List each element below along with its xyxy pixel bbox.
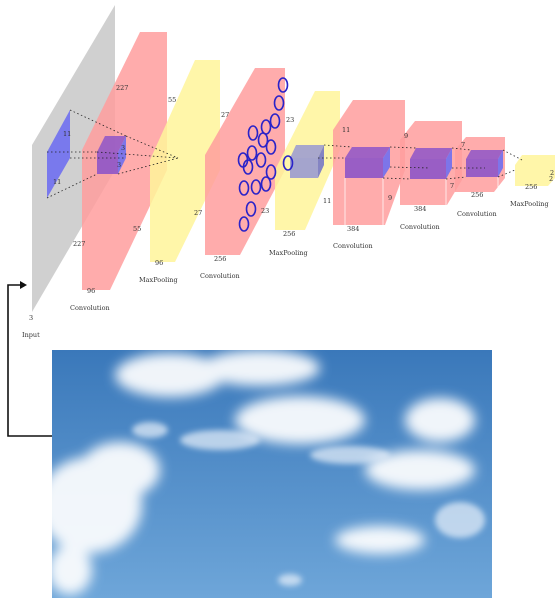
neuron-oval: [257, 132, 269, 148]
conv3-caption: Convolution: [333, 242, 373, 250]
neuron-oval: [238, 180, 250, 196]
pool3-layer: [515, 155, 555, 186]
pool3-side-label: 2: [549, 175, 553, 183]
conv3-depth-label: 384: [347, 225, 359, 233]
neuron-oval: [250, 179, 262, 195]
neuron-oval: [246, 145, 258, 161]
conv3-cube: [345, 147, 390, 178]
pool2-caption: MaxPooling: [269, 249, 308, 257]
pool1-side-label: 55: [133, 225, 141, 233]
neuron-oval: [273, 95, 285, 111]
pool1-layer: [150, 60, 220, 262]
conv1-caption: Convolution: [70, 304, 110, 312]
conv1-top-label: 227: [116, 84, 128, 92]
input-connector-arrow: [7, 284, 52, 437]
conv1-kernel-label-a: 3: [121, 144, 125, 152]
neuron-ovals: [237, 77, 294, 232]
conv1-kernel-top: [97, 136, 126, 152]
conv4-side-label: 9: [388, 194, 392, 202]
conv4-top-label: 9: [404, 132, 408, 140]
conv4-caption: Convolution: [400, 223, 440, 231]
conv3-side-label: 11: [323, 197, 331, 205]
pool2-cube-top: [290, 145, 324, 158]
conv4-depth-label: 384: [414, 205, 426, 213]
pool2-depth-label: 256: [283, 230, 295, 238]
pool3-caption: MaxPooling: [510, 200, 549, 208]
pool3-top-label: 2: [550, 169, 554, 177]
conv5-top-label: 7: [461, 141, 465, 149]
pool1-caption: MaxPooling: [139, 276, 178, 284]
conv5-depth-label: 256: [471, 191, 483, 199]
neuron-oval: [265, 164, 277, 180]
neuron-oval: [247, 125, 259, 141]
input-kernel-side-label: 11: [63, 130, 71, 138]
conv2-caption: Convolution: [200, 272, 240, 280]
conv1-kernel-side: [118, 136, 126, 174]
conv5-side-label: 7: [450, 182, 454, 190]
input-caption: Input: [22, 331, 40, 339]
input-layer: [32, 5, 115, 312]
conv1-depth-label: 96: [87, 287, 95, 295]
input-kernel-bottom-label: 11: [53, 178, 61, 186]
conv5-caption: Convolution: [457, 210, 497, 218]
conv2-top-label: 27: [221, 111, 229, 119]
neuron-oval: [238, 216, 250, 232]
conv4-cube: [410, 148, 452, 179]
input-kernel: [47, 110, 70, 198]
sky-clouds-photo: [38, 350, 492, 598]
conv1-kernel-label-b: 3: [117, 161, 121, 169]
pool2-cube-side: [318, 145, 324, 178]
neuron-oval: [265, 139, 277, 155]
pool2-top-label: 23: [286, 116, 294, 124]
pool2-side-label: 23: [261, 207, 269, 215]
conv3-top-label: 11: [342, 126, 350, 134]
neuron-oval: [242, 159, 254, 175]
neuron-oval: [255, 152, 267, 168]
pool1-top-label: 55: [168, 96, 176, 104]
arrowhead-icon: [20, 281, 27, 289]
input-depth-label: 3: [29, 314, 33, 322]
conv1-kernel-front: [97, 152, 118, 174]
pool2-cube-front: [290, 158, 318, 178]
neuron-oval: [277, 77, 289, 93]
neuron-oval: [269, 113, 281, 129]
neuron-oval: [245, 201, 257, 217]
neuron-oval: [260, 176, 272, 192]
conv5-cube: [466, 150, 503, 177]
conv1-side-label: 227: [73, 240, 85, 248]
neuron-oval: [282, 155, 294, 171]
pool3-depth-label: 256: [525, 183, 537, 191]
pool1-depth-label: 96: [155, 259, 163, 267]
conv2-side-label: 27: [194, 209, 202, 217]
conv2-depth-label: 256: [214, 255, 226, 263]
